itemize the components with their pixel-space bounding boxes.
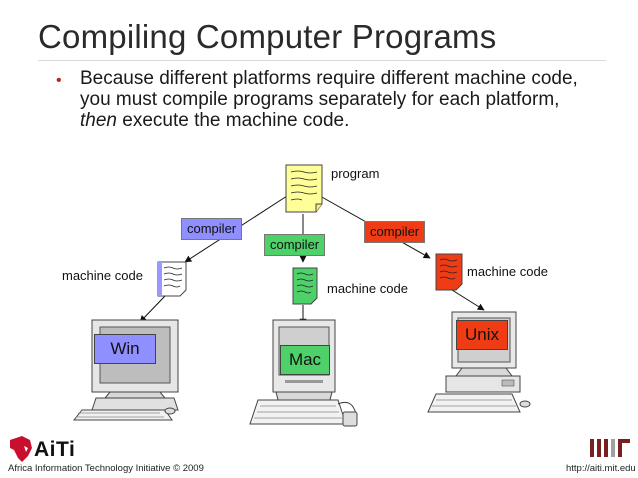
platform-label-mac: Mac: [280, 345, 330, 375]
title-divider: [38, 60, 606, 61]
bullet-marker: •: [56, 72, 62, 89]
compiler-box-left: compiler: [181, 218, 243, 240]
program-label: program: [331, 166, 380, 181]
arrow-right-code-to-unix: [451, 289, 485, 311]
bullet-text-part1: Because different platforms require diff…: [80, 68, 578, 110]
machine-code-label-middle: machine code: [327, 281, 408, 296]
compiler-box-middle: compiler: [264, 234, 326, 256]
slide-title: Compiling Computer Programs: [38, 18, 497, 55]
machine-code-label-right: machine code: [467, 264, 548, 279]
compiler-box-right: compiler: [364, 221, 426, 243]
bullet-text-part2: execute the machine code.: [116, 110, 350, 131]
machine-code-doc-middle-icon: [292, 267, 318, 305]
footer-url: http://aiti.mit.edu: [566, 463, 636, 474]
bullet-text: Because different platforms require diff…: [80, 68, 600, 131]
machine-code-doc-right-icon: [435, 253, 463, 291]
machine-code-doc-left-icon: [157, 261, 187, 297]
platform-label-unix: Unix: [456, 320, 508, 350]
footer-left-text: Africa Information Technology Initiative…: [8, 463, 204, 474]
bullet-text-emphasis: then: [80, 110, 117, 131]
program-doc-icon: [285, 164, 323, 213]
machine-code-label-left: machine code: [62, 268, 143, 283]
platform-label-win: Win: [94, 334, 156, 364]
aiti-logo-text: AiTi: [34, 438, 76, 461]
africa-logo-icon: [10, 436, 32, 462]
mit-logo-icon: [590, 439, 630, 457]
arrow-left-code-to-win: [139, 295, 166, 323]
